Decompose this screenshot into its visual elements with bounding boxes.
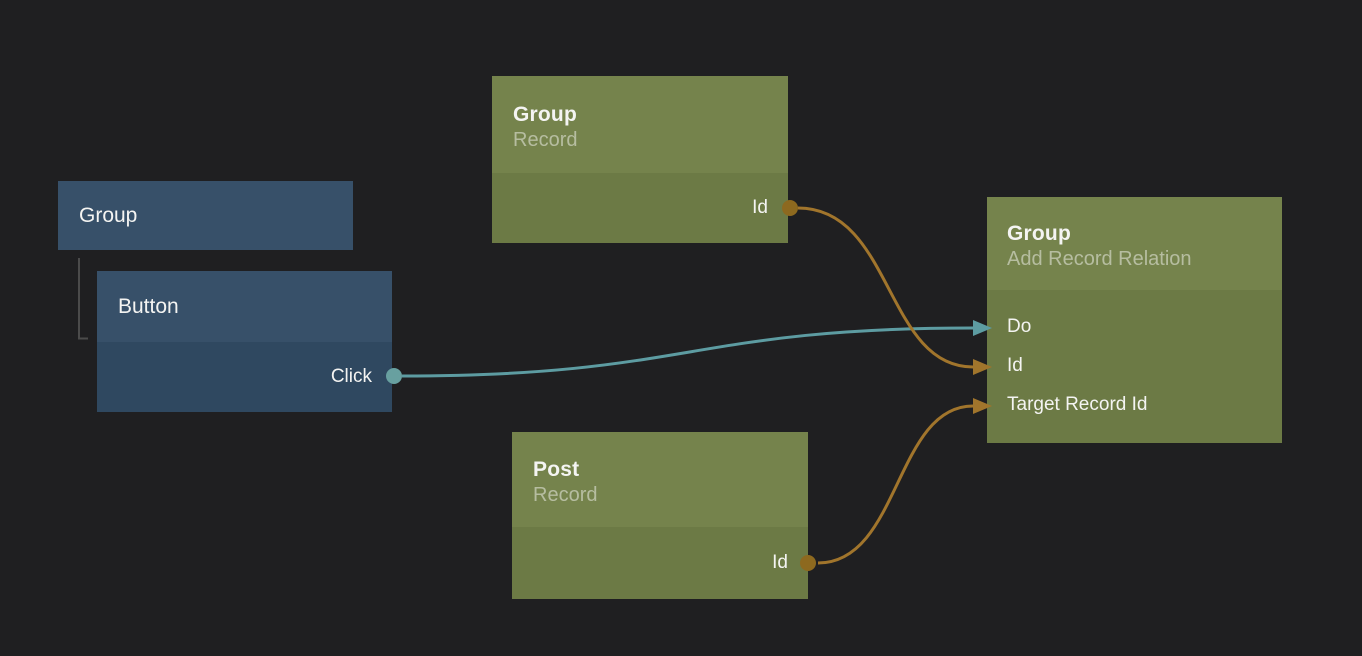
- port-row-target-record-id[interactable]: Target Record Id: [987, 385, 1282, 424]
- port-row-id[interactable]: Id: [987, 346, 1282, 385]
- port-row-click[interactable]: Click: [97, 342, 392, 412]
- port-row-do[interactable]: Do: [987, 307, 1282, 346]
- node-title: Button: [118, 294, 179, 318]
- node-subtitle: Record: [513, 129, 578, 151]
- node-post-record[interactable]: Post Record Id: [512, 432, 808, 599]
- port-label-click: Click: [330, 366, 372, 387]
- node-title: Post: [533, 458, 580, 481]
- port-label-group-id: Id: [752, 197, 768, 218]
- node-button-element[interactable]: Button Click: [97, 271, 392, 412]
- edge-group-id-to-id[interactable]: [797, 206, 974, 369]
- node-group-add-record-relation[interactable]: Group Add Record Relation Do Id Target R…: [987, 197, 1282, 443]
- node-subtitle: Add Record Relation: [1007, 248, 1192, 270]
- port-row-post-id[interactable]: Id: [512, 527, 808, 599]
- node-group-record[interactable]: Group Record Id: [492, 76, 788, 243]
- port-label-do: Do: [1007, 315, 1032, 337]
- node-title: Group: [79, 203, 138, 227]
- node-group-element[interactable]: Group: [58, 181, 353, 250]
- node-subtitle: Record: [533, 484, 598, 506]
- edge-click-to-do[interactable]: [401, 326, 974, 378]
- node-title: Group: [1007, 222, 1071, 245]
- port-row-group-id[interactable]: Id: [492, 173, 788, 243]
- edge-post-id-to-target-record-id[interactable]: [817, 404, 974, 565]
- hierarchy-connector-group-button: [78, 258, 88, 340]
- port-label-post-id: Id: [772, 552, 788, 573]
- port-label-id: Id: [1007, 354, 1023, 376]
- port-label-target-record-id: Target Record Id: [1007, 393, 1148, 415]
- node-title: Group: [513, 103, 577, 126]
